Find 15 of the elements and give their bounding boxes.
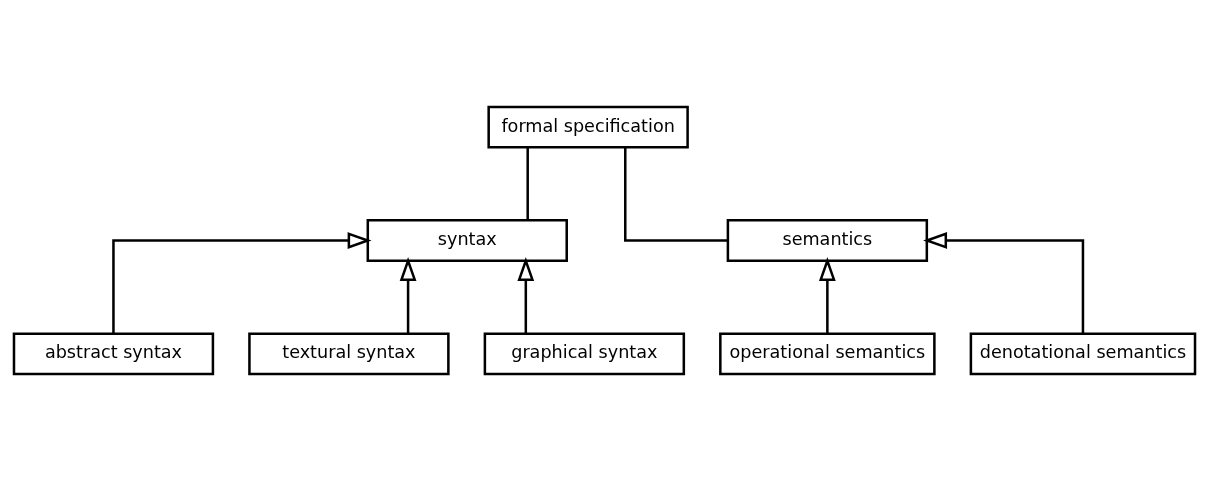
arrow [923,232,1085,334]
arrow [517,256,535,334]
arrow [399,256,417,334]
node-box: textural syntax [248,332,450,376]
node-box: abstract syntax [12,332,215,376]
arrow [112,232,372,334]
node-box: graphical syntax [483,332,686,376]
arrow [818,256,836,334]
node-box: formal specification [487,105,689,149]
node-box: syntax [366,219,568,262]
node-box: semantics [726,219,929,262]
node-box: denotational semantics [969,332,1197,376]
node-box: operational semantics [719,332,936,376]
connector [526,147,529,221]
connector [624,147,728,242]
